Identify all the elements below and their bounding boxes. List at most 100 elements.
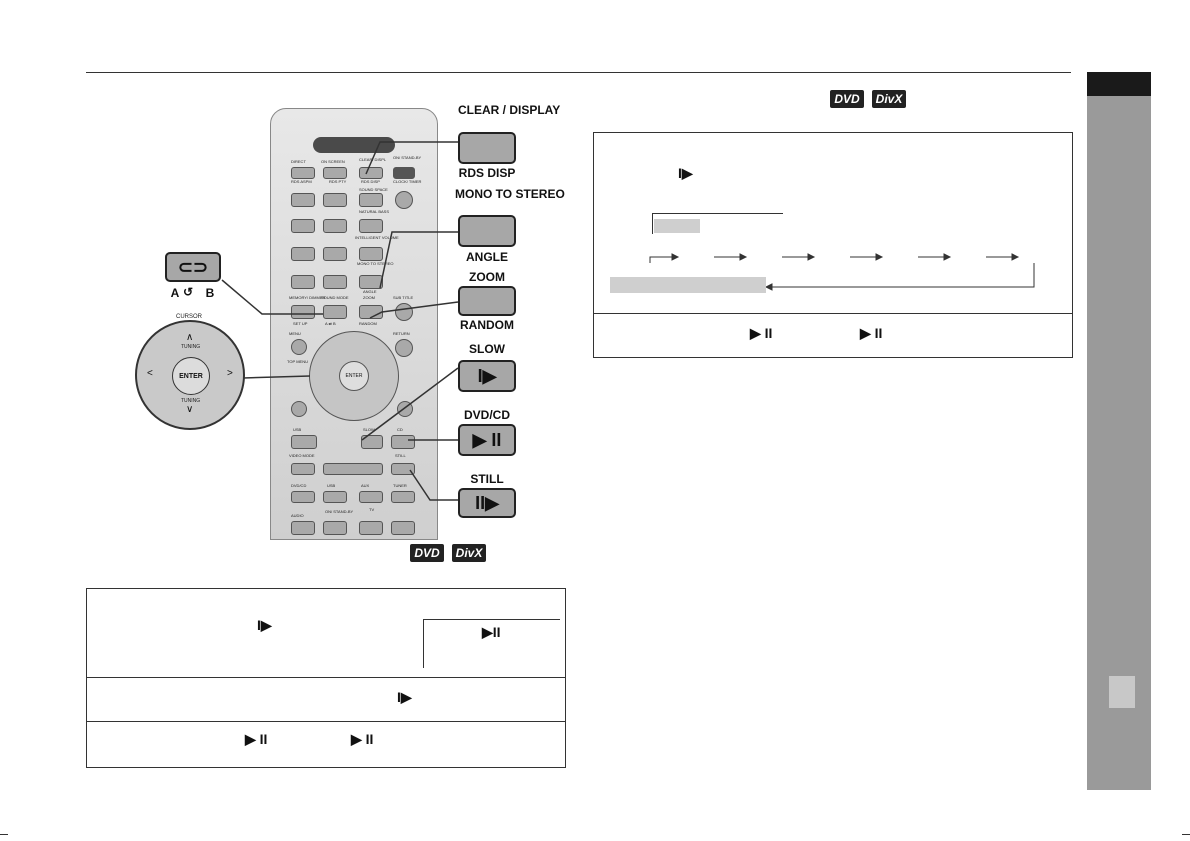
remote-label-tv: TV <box>369 507 375 512</box>
clear-display-button[interactable] <box>458 132 516 164</box>
play-pause-icon: ▶II <box>482 624 501 640</box>
remote-label-set-up: SET UP <box>293 321 308 326</box>
remote-tv-plus-button[interactable] <box>391 521 415 535</box>
remote-num-0[interactable] <box>323 275 347 289</box>
cursor-left-icon[interactable]: < <box>147 368 153 379</box>
remote-power-button[interactable] <box>393 167 415 179</box>
cursor-pad[interactable]: ENTER ∧ ∨ < > TUNING TUNING <box>135 320 245 430</box>
remote-direct-button[interactable] <box>291 167 315 179</box>
remote-ab-button[interactable] <box>323 305 347 319</box>
slow-button[interactable]: I▶ <box>458 360 516 392</box>
remote-aux-button[interactable] <box>359 491 383 503</box>
remote-label-sub-title: SUB TITLE <box>393 295 414 300</box>
still-button[interactable]: II▶ <box>458 488 516 518</box>
dvd-logo: DVD <box>410 544 444 562</box>
remote-label-usb: USB <box>293 427 302 432</box>
remote-enter-button[interactable]: ENTER <box>339 361 369 391</box>
remote-subtitle-button[interactable] <box>395 303 413 321</box>
remote-num-10[interactable] <box>291 275 315 289</box>
remote-clock-button[interactable] <box>395 191 413 209</box>
enter-button[interactable]: ENTER <box>172 357 210 395</box>
remote-video-mode-button[interactable] <box>291 463 315 475</box>
remote-label-sound-mode: SOUND MODE <box>321 295 349 300</box>
still-step-icon: II▶ <box>475 492 499 513</box>
tuning-label-bottom: TUNING <box>181 398 201 404</box>
remote-tuner-button[interactable] <box>391 491 415 503</box>
remote-label-audio: AUDIO <box>291 513 304 518</box>
remote-dvd-cd-button[interactable] <box>291 491 315 503</box>
remote-tv-power-button[interactable] <box>323 521 347 535</box>
callout-line-zoom <box>369 301 459 319</box>
remote-stop-button[interactable] <box>323 463 383 475</box>
remote-label-sound-space: SOUND SPACE <box>359 187 388 192</box>
remote-num-2[interactable] <box>323 193 347 207</box>
remote-usb-button[interactable] <box>323 491 347 503</box>
remote-label-angle: ANGLE <box>363 289 377 294</box>
zoom-button[interactable] <box>458 286 516 316</box>
remote-label-random: RANDOM <box>359 321 377 326</box>
remote-num-3[interactable] <box>359 193 383 207</box>
divx-logo: DivX <box>452 544 486 562</box>
remote-memory-button[interactable] <box>291 305 315 319</box>
side-index-tab <box>1087 72 1151 790</box>
remote-on-screen-button[interactable] <box>323 167 347 179</box>
remote-label-dvd-cd: DVD/CD <box>291 483 307 488</box>
a-b-repeat-button[interactable]: ⊂⊃ <box>165 252 221 282</box>
remote-still-button[interactable] <box>391 463 415 475</box>
remote-num-6[interactable] <box>359 219 383 233</box>
still-label: STILL <box>470 472 504 486</box>
remote-clear-display-button[interactable] <box>359 167 383 179</box>
remote-label-still: STILL <box>395 453 406 458</box>
cursor-label: CURSOR <box>176 314 203 320</box>
callout-line-cursor <box>242 375 311 379</box>
table-row-divider <box>594 313 1072 314</box>
remote-label-cd: CD <box>397 427 403 432</box>
table-row-divider <box>87 721 565 722</box>
remote-label-intelligent-volume: INTELLIGENT VOLUME <box>355 235 399 240</box>
remote-num-8[interactable] <box>323 247 347 261</box>
play-pause-note-box: ▶II <box>423 619 560 668</box>
remote-num-4[interactable] <box>291 219 315 233</box>
remote-prev-button[interactable] <box>291 401 307 417</box>
remote-return-button[interactable] <box>395 339 413 357</box>
bracket-box <box>652 213 783 234</box>
remote-tv-up-button[interactable] <box>359 521 383 535</box>
zoom-sequence-table: I▶ ▶ II ▶ II <box>593 132 1073 358</box>
cursor-up-icon[interactable]: ∧ <box>186 332 194 343</box>
callout-line-clear-display <box>365 141 458 175</box>
remote-cd-play-button[interactable] <box>391 435 415 449</box>
remote-num-1[interactable] <box>291 193 315 207</box>
a-b-arrow-icon: ↺ <box>182 285 194 299</box>
slow-play-icon: I▶ <box>397 689 412 705</box>
remote-label-zoom: ZOOM <box>363 295 375 300</box>
remote-mono-stereo-button[interactable] <box>359 275 383 289</box>
remote-label-menu: MENU <box>289 331 301 336</box>
repeat-icon: ⊂⊃ <box>177 256 209 277</box>
remote-menu-button[interactable] <box>291 339 307 355</box>
header-rule <box>86 72 1071 73</box>
side-page-marker <box>1109 676 1135 708</box>
angle-label: ANGLE <box>466 250 508 264</box>
mono-to-stereo-button[interactable] <box>458 215 516 247</box>
remote-label-return: RETURN <box>393 331 410 336</box>
dvd-cd-label: DVD/CD <box>463 408 510 422</box>
remote-slow-button[interactable] <box>361 435 383 449</box>
table-row-divider <box>87 677 565 678</box>
highlight-bar-short <box>654 219 700 233</box>
remote-num-9[interactable] <box>359 247 383 261</box>
callout-line-slow <box>361 367 459 441</box>
remote-usb-play-button[interactable] <box>291 435 317 449</box>
remote-label-rds-pty: RDS PTY <box>329 179 347 184</box>
remote-num-5[interactable] <box>323 219 347 233</box>
cursor-right-icon[interactable]: > <box>227 368 233 379</box>
cursor-down-icon[interactable]: ∨ <box>186 404 194 415</box>
remote-num-7[interactable] <box>291 247 315 261</box>
slow-play-icon: I▶ <box>477 365 497 386</box>
remote-audio-button[interactable] <box>291 521 315 535</box>
remote-label-top-menu: TOP MENU <box>287 359 308 364</box>
dvd-cd-play-button[interactable]: ▶ II <box>458 424 516 456</box>
crop-mark-right <box>1182 834 1190 835</box>
remote-label-usb2: USB <box>327 483 336 488</box>
play-pause-icon: ▶ II <box>860 325 883 341</box>
